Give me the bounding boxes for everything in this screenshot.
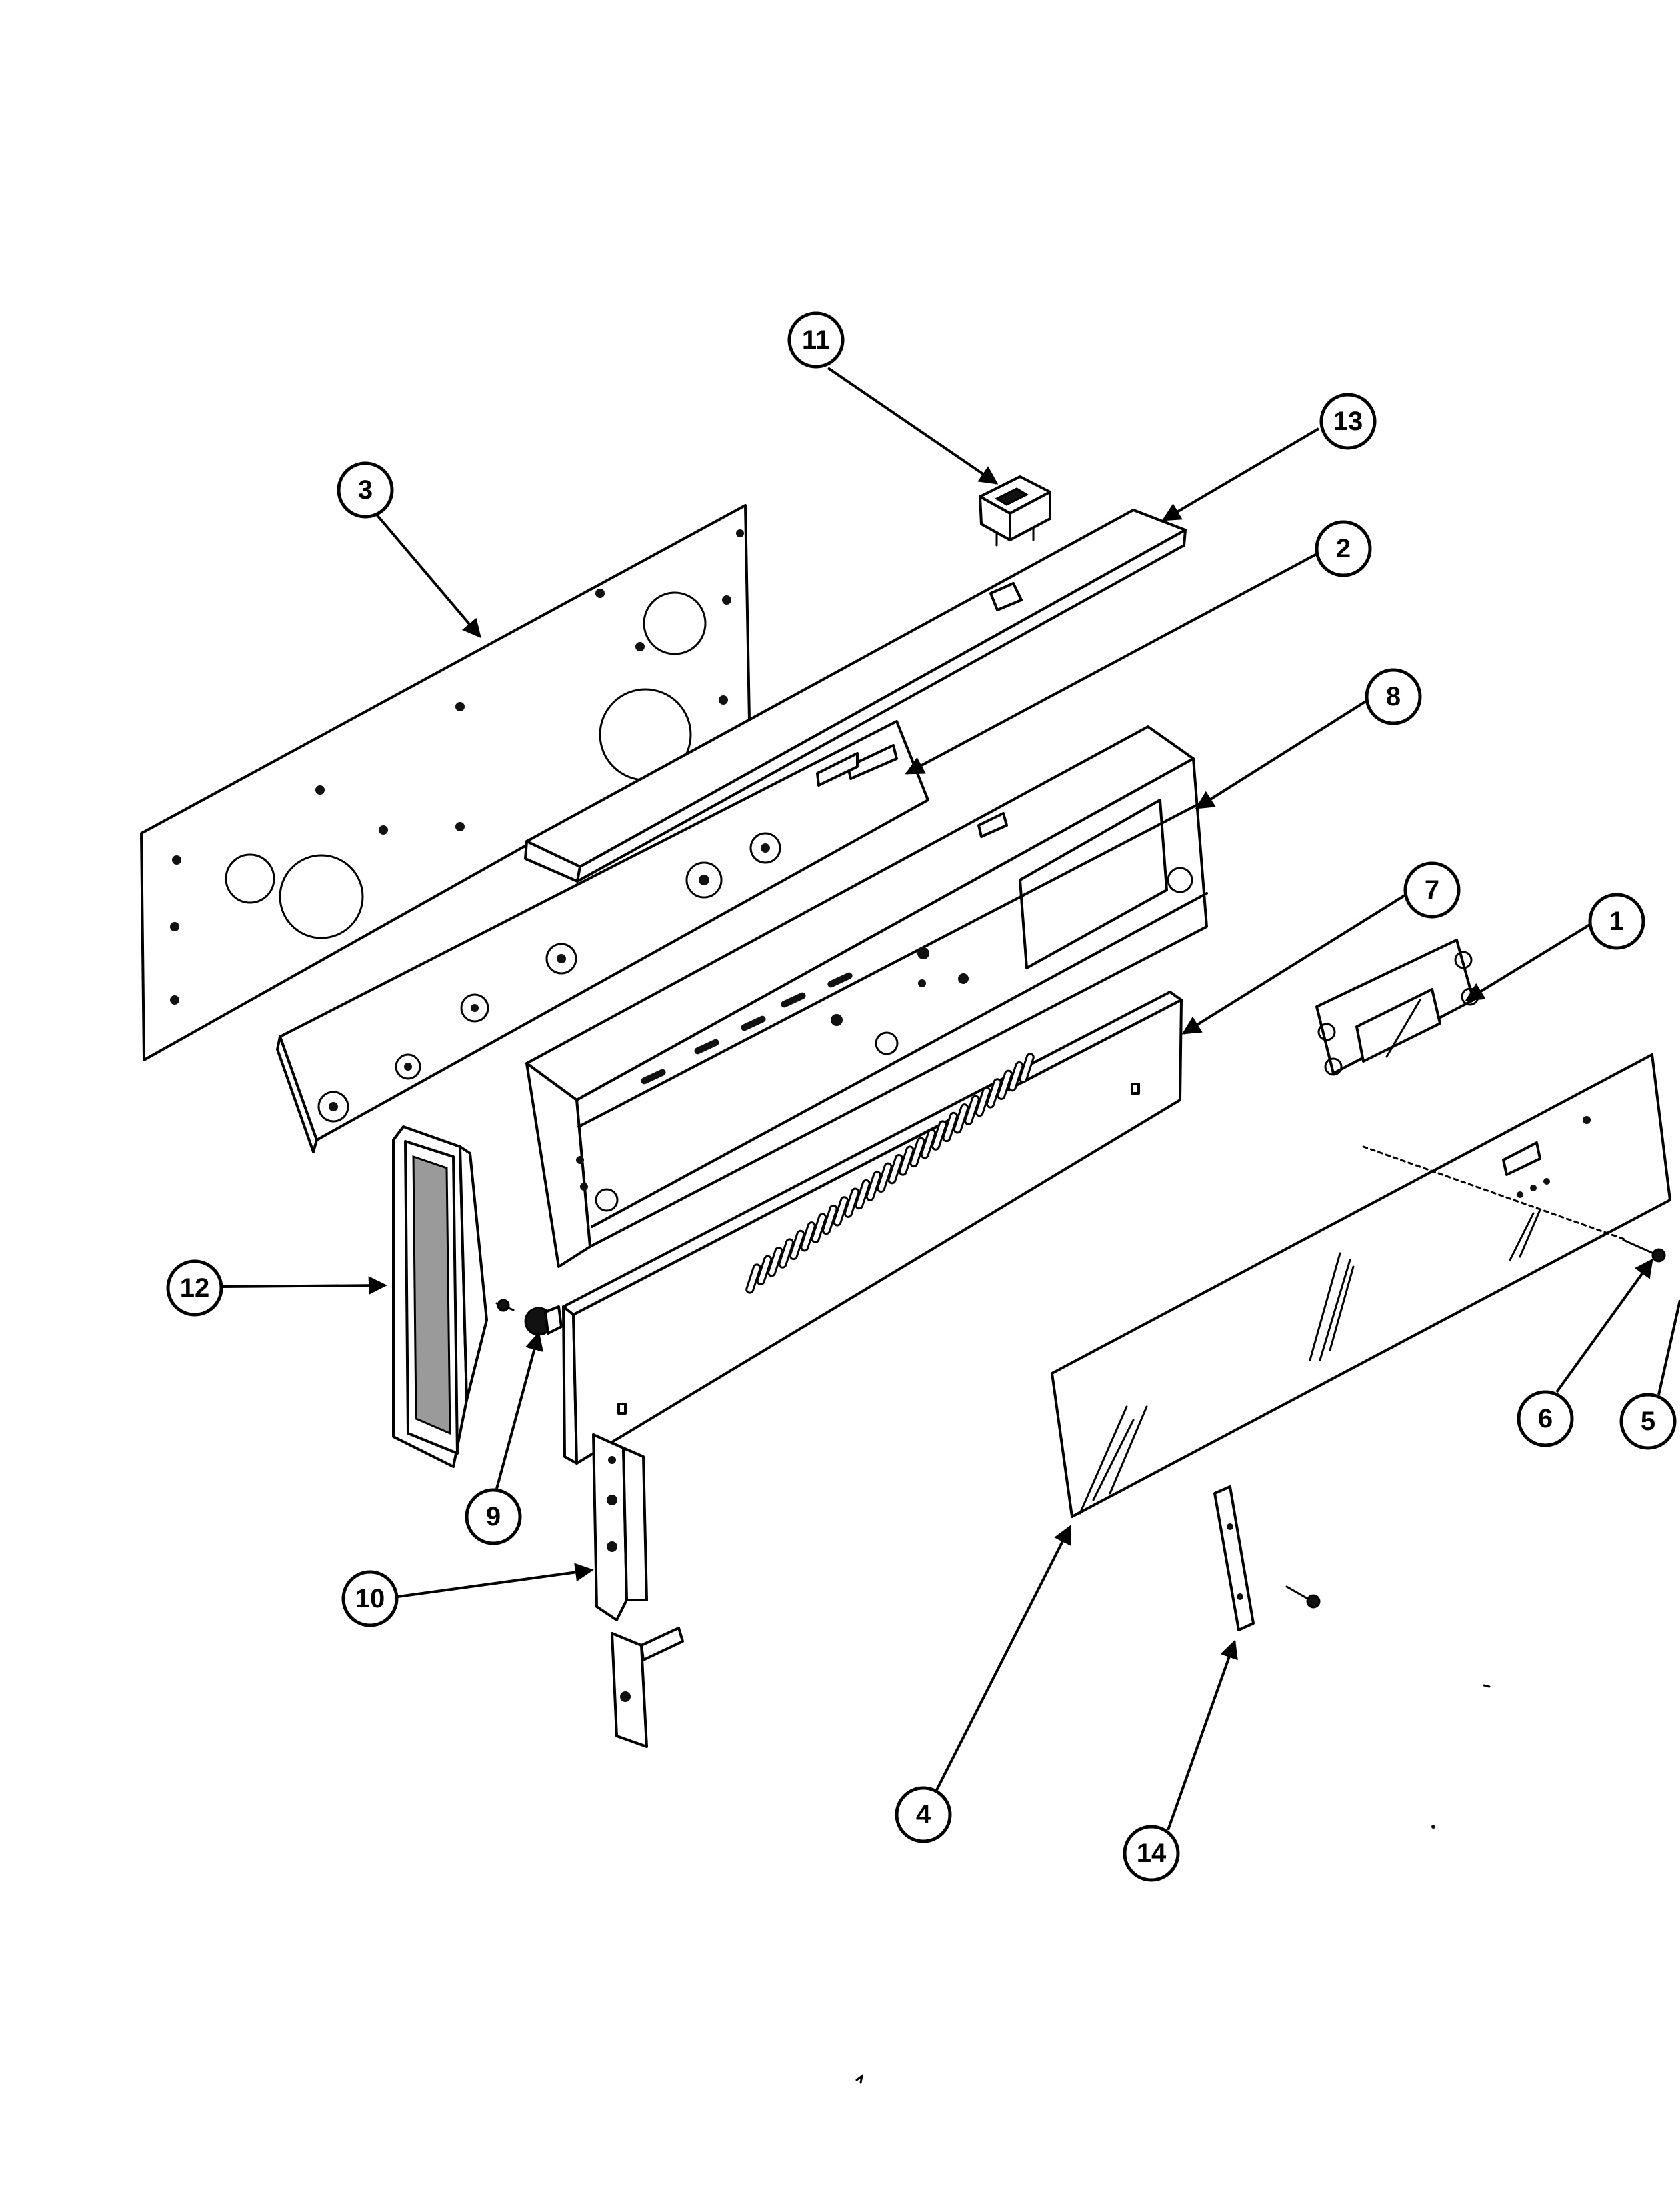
vent-slot [898,1145,915,1176]
vent-slot [767,1247,783,1277]
leader-10 [383,1563,594,1600]
leader-6 [1555,1258,1653,1393]
stray-marks [855,1684,1491,2084]
leader-3 [375,513,481,639]
callout-4: 4 [895,1786,952,1843]
callout-10: 10 [341,1570,399,1627]
callout-8: 8 [1365,668,1422,725]
screw-part [1362,1145,1666,1263]
leader-9 [495,1331,543,1489]
callout-label: 12 [180,1273,210,1303]
leader-4 [935,1525,1071,1791]
end-cap-part [392,1125,488,1468]
vent-slot [909,1137,925,1168]
vent-slot [789,1229,805,1261]
vent-slot [920,1129,937,1159]
callout-14: 14 [1123,1825,1180,1882]
vent-slot [843,1187,860,1218]
vent-slot [975,1086,991,1117]
callout-6: 6 [1517,1390,1574,1447]
clock-module-part [1315,939,1479,1076]
vent-slot [800,1221,816,1252]
back-panel-part [140,504,751,1061]
callout-label: 3 [358,475,373,505]
callout-9: 9 [465,1488,522,1545]
callout-label: 13 [1333,407,1363,436]
vent-slot [811,1213,827,1243]
callout-label: 11 [802,325,830,355]
knob-part [495,1299,563,1336]
leader-12 [219,1276,387,1295]
callout-label: 5 [1641,1407,1655,1436]
leader-7 [1181,892,1409,1035]
rocker-switch-part [979,475,1051,547]
callout-label: 7 [1425,875,1439,905]
leader-5 [1657,1299,1680,1395]
vent-slot [1007,1061,1024,1092]
leader-13 [1161,427,1320,521]
callout-3: 3 [337,461,394,519]
vent-slot [855,1179,871,1210]
leader-8 [1195,697,1371,809]
vent-slot [953,1103,969,1134]
vent-slot [745,1263,761,1294]
leader-14 [1167,1639,1238,1831]
vent-slot [822,1204,838,1235]
callout-5: 5 [1619,1393,1677,1450]
callout-2: 2 [1315,520,1372,577]
glass-front-panel-part [1051,1053,1671,1518]
leader-11 [827,367,999,485]
callout-label: 14 [1137,1839,1167,1868]
support-rail-part [276,720,929,1153]
vent-slots [745,1053,1035,1294]
callout-7: 7 [1403,861,1461,919]
vent-slot [887,1154,903,1185]
vent-slot [986,1078,1002,1109]
callout-12: 12 [166,1259,223,1317]
callout-label: 9 [486,1502,501,1531]
vent-slot [1019,1053,1035,1083]
vent-slot [997,1069,1013,1100]
top-trim-strip-part [524,509,1187,883]
vent-slot [877,1162,893,1193]
control-housing-part [525,725,1208,1268]
vent-slot [865,1171,882,1201]
callout-label: 1 [1609,907,1624,936]
callout-1: 1 [1588,893,1645,950]
vent-slot [778,1238,794,1269]
vent-slot [931,1120,947,1151]
callout-label: 2 [1336,534,1351,563]
leader-lines [219,367,1680,1831]
callout-bubbles: 11 13 3 2 8 7 1 12 [166,311,1677,1882]
callout-label: 8 [1386,682,1401,711]
vent-slot [964,1095,980,1125]
leader-1 [1465,922,1593,1001]
leader-2 [905,552,1319,775]
callout-label: 6 [1538,1404,1553,1433]
vent-slot [833,1196,849,1227]
callout-11: 11 [787,311,845,369]
vent-slot [756,1255,773,1286]
callout-label: 10 [355,1584,385,1613]
vent-slot [942,1111,958,1143]
mounting-bracket-part [592,1433,684,1748]
small-trim-strip-part [1213,1485,1321,1631]
callout-13: 13 [1319,393,1377,450]
callout-label: 4 [916,1800,931,1829]
